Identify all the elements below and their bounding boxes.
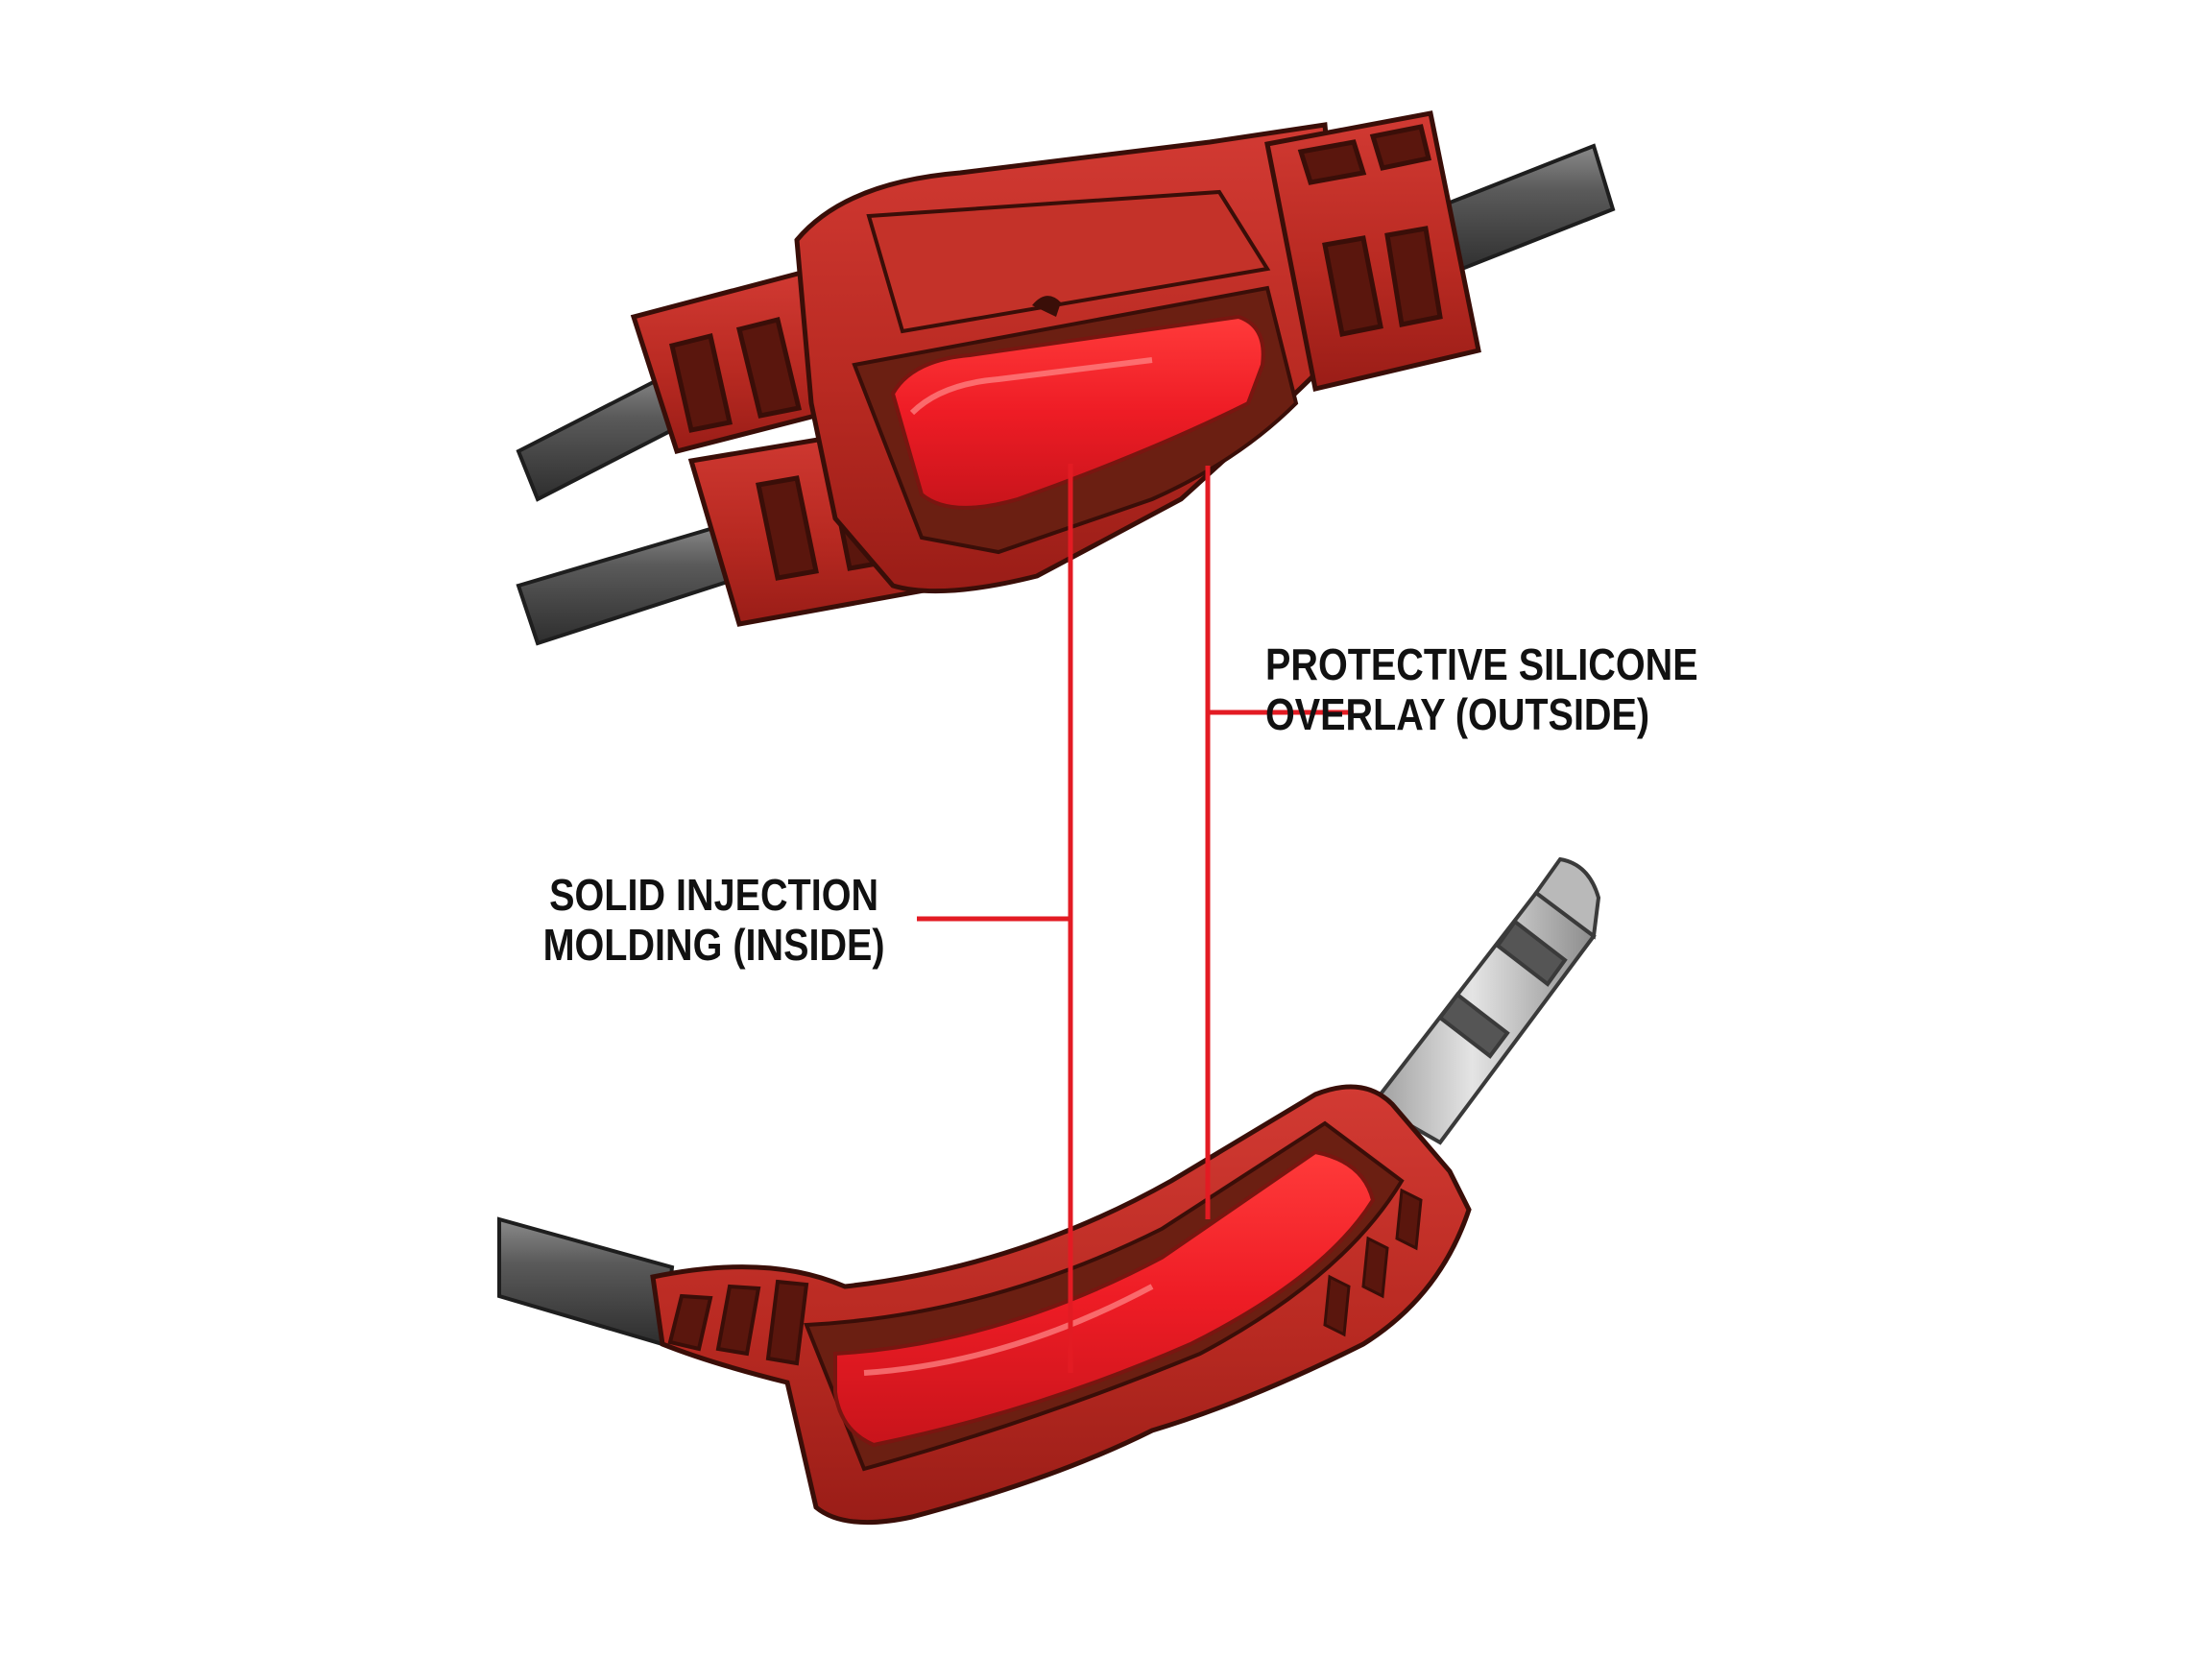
- label-protective-silicone-overlay: PROTECTIVE SILICONE OVERLAY (OUTSIDE): [1265, 639, 1698, 739]
- cable-upper-left: [516, 369, 674, 502]
- upper-cables: [516, 143, 1616, 646]
- splitter-molding-insert: [890, 314, 1265, 510]
- splitter-top-window: [866, 189, 1271, 334]
- splitter-connector: [516, 110, 1616, 646]
- leader-line-outside: [1205, 466, 1354, 1219]
- leader-lines: [917, 464, 1354, 1373]
- label-solid-injection-molding: SOLID INJECTION MOLDING (INSIDE): [541, 870, 887, 970]
- label-inside-line2: MOLDING (INSIDE): [542, 920, 885, 970]
- leader-line-inside: [917, 464, 1073, 1373]
- jack-cable: [497, 1216, 675, 1347]
- jack-molding-insert: [833, 1149, 1376, 1448]
- strain-relief-right: [1264, 110, 1481, 393]
- jack-strain-relief: [667, 1279, 809, 1366]
- label-inside-line1: SOLID INJECTION: [549, 870, 879, 920]
- splitter-notch: [1032, 296, 1061, 317]
- metal-plug: [1370, 856, 1601, 1145]
- angled-jack-connector: [497, 856, 1601, 1526]
- label-outside-line1: PROTECTIVE SILICONE: [1265, 639, 1698, 689]
- cable-right: [1437, 143, 1616, 276]
- jack-ridged-edge: [1323, 1188, 1423, 1337]
- label-outside-line2: OVERLAY (OUTSIDE): [1265, 689, 1650, 739]
- cable-lower-left: [516, 520, 742, 646]
